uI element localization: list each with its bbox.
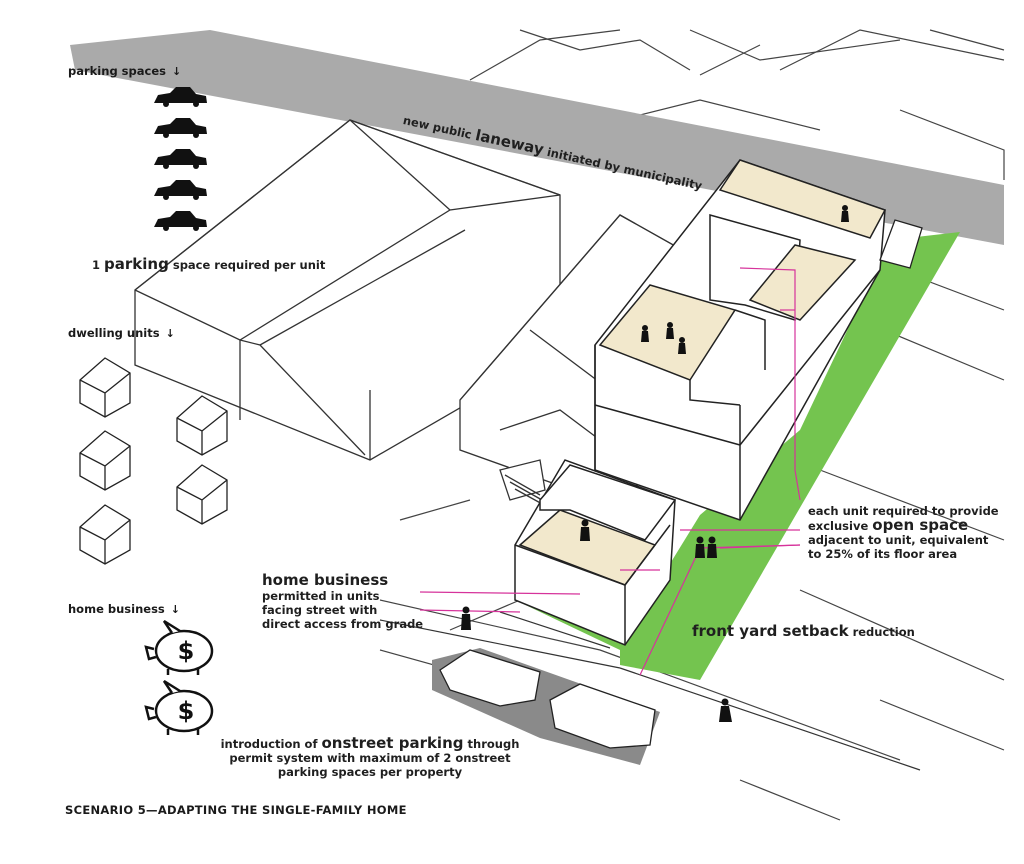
green-yard bbox=[620, 232, 960, 680]
car-icon bbox=[154, 118, 207, 138]
onstreet-line2: permit system with maximum of 2 onstreet bbox=[229, 751, 511, 765]
open-space-line1: each unit required to provide bbox=[808, 504, 999, 518]
onstreet-parking-label: introduction of onstreet parking through… bbox=[210, 734, 530, 780]
open-space-line3: adjacent to unit, equivalent bbox=[808, 533, 989, 547]
dwelling-units-title: dwelling units ↓ bbox=[68, 326, 175, 340]
house-icon bbox=[79, 357, 131, 418]
home-business-line2: facing street with bbox=[262, 603, 378, 617]
person-icon bbox=[707, 536, 717, 558]
setback-post: reduction bbox=[852, 625, 915, 639]
onstreet-line1-post: through bbox=[467, 737, 520, 751]
sidewalk-lines bbox=[379, 611, 921, 771]
person-icon bbox=[641, 325, 649, 342]
background-linework bbox=[379, 29, 1005, 821]
setback-label: front yard setback reduction bbox=[692, 622, 915, 640]
home-business-legend: $ $ bbox=[144, 619, 214, 735]
dwelling-units-legend bbox=[79, 357, 228, 565]
open-space-line2-big: open space bbox=[872, 516, 969, 534]
parked-cars bbox=[439, 219, 923, 749]
car-icon bbox=[154, 87, 207, 107]
onstreet-line1-big: onstreet parking bbox=[321, 734, 464, 752]
svg-text:$: $ bbox=[178, 697, 195, 725]
person-icon bbox=[695, 536, 705, 558]
dwelling-units-text: dwelling units bbox=[68, 326, 160, 340]
down-arrow-icon: ↓ bbox=[165, 327, 175, 340]
car-icon bbox=[154, 180, 207, 200]
parking-note-pre: 1 bbox=[92, 258, 101, 272]
parking-note-post: space required per unit bbox=[172, 258, 326, 272]
home-business-label: home business permitted in units facing … bbox=[262, 571, 423, 631]
person-icon bbox=[678, 337, 686, 354]
parking-spaces-legend bbox=[154, 87, 207, 231]
onstreet-line1-pre: introduction of bbox=[220, 737, 318, 751]
person-icon bbox=[580, 519, 590, 541]
person-icon bbox=[719, 698, 732, 722]
figure-caption: SCENARIO 5—ADAPTING THE SINGLE-FAMILY HO… bbox=[65, 803, 407, 817]
home-business-title: home business bbox=[262, 571, 389, 589]
house-icon bbox=[176, 395, 228, 456]
front-unit bbox=[514, 459, 677, 646]
home-business-legend-title: home business ↓ bbox=[68, 602, 180, 616]
person-icon bbox=[841, 205, 849, 222]
laneway-building bbox=[594, 159, 887, 521]
parking-spaces-title: parking spaces ↓ bbox=[68, 64, 181, 78]
parking-note-big: parking bbox=[104, 255, 169, 273]
person-icon bbox=[666, 322, 674, 339]
parking-spaces-text: parking spaces bbox=[68, 64, 166, 78]
home-business-legend-text: home business bbox=[68, 602, 165, 616]
car-icon bbox=[154, 149, 207, 169]
down-arrow-icon: ↓ bbox=[171, 65, 182, 78]
house-icon bbox=[79, 430, 131, 491]
car-icon bbox=[154, 211, 207, 231]
person-icon bbox=[461, 606, 471, 630]
parking-requirement-note: 1 parking space required per unit bbox=[92, 255, 326, 273]
home-business-line1: permitted in units bbox=[262, 589, 380, 603]
house-icon bbox=[176, 464, 228, 525]
open-space-line2-pre: exclusive bbox=[808, 519, 869, 533]
piggy-bank-dollar-icon: $ bbox=[144, 679, 214, 735]
piggy-bank-dollar-icon: $ bbox=[144, 619, 214, 675]
svg-text:$: $ bbox=[178, 637, 195, 665]
people bbox=[461, 205, 849, 722]
setback-big: front yard setback bbox=[692, 622, 849, 640]
open-space-label: each unit required to provide exclusive … bbox=[808, 504, 999, 561]
open-space-line4: to 25% of its floor area bbox=[808, 547, 958, 561]
home-business-line3: direct access from grade bbox=[262, 617, 424, 631]
down-arrow-icon: ↓ bbox=[170, 603, 180, 616]
onstreet-line3: parking spaces per property bbox=[277, 765, 463, 779]
house-icon bbox=[79, 504, 131, 565]
